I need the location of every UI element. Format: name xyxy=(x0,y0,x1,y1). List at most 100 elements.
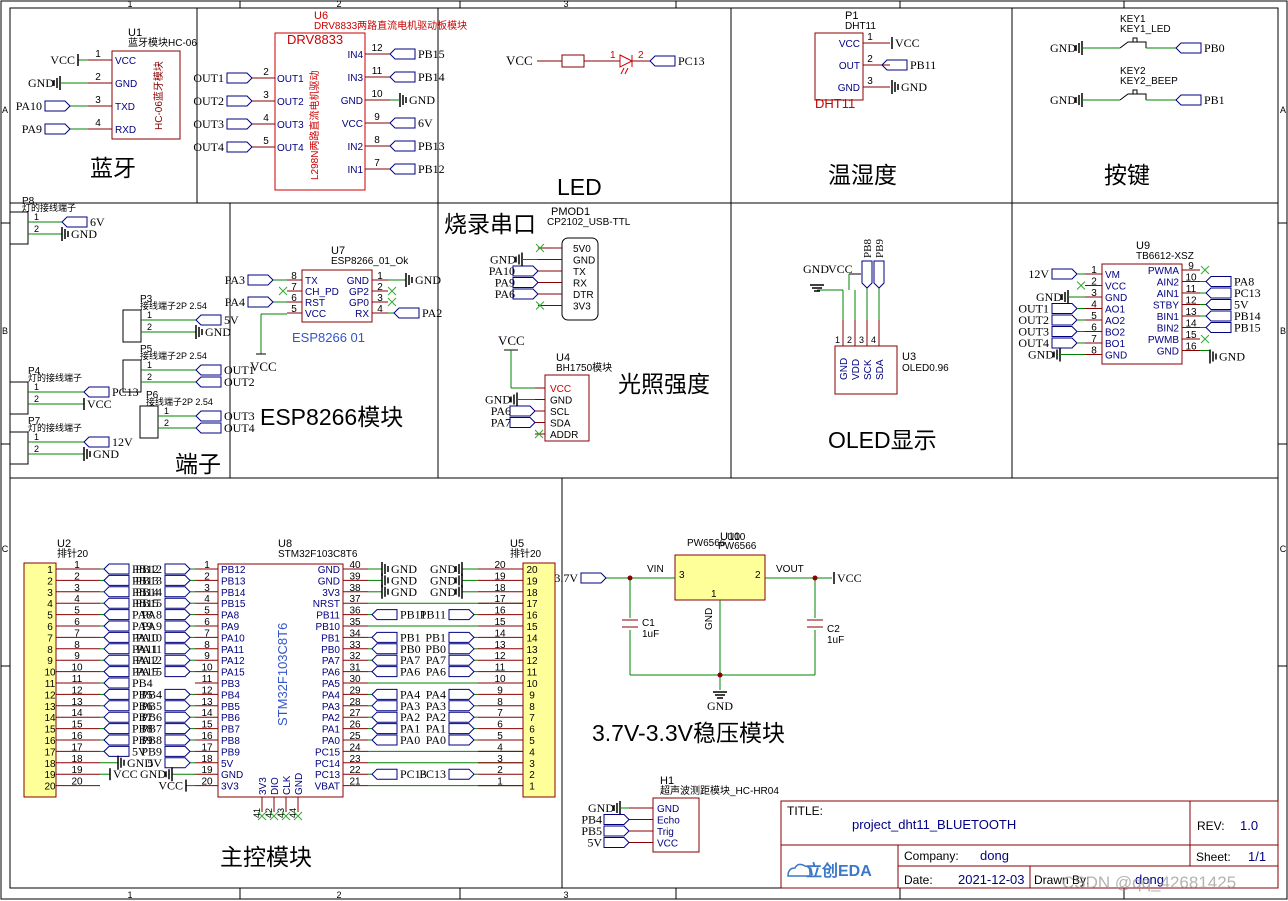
u5-net: PA2 xyxy=(426,710,446,724)
u8-pin-num: 17 xyxy=(201,742,213,753)
drv-pin-name: OUT2 xyxy=(277,97,304,108)
bh-pin-name: SCL xyxy=(550,407,570,418)
terminal-pin-num: 1 xyxy=(147,360,152,370)
u8-pin-name: PB6 xyxy=(221,713,240,724)
u8-pin-name: GND xyxy=(221,770,243,781)
dht-pin-name: OUT xyxy=(839,61,860,72)
terminal-net: PC13 xyxy=(112,385,139,399)
u8-net-flag-icon xyxy=(164,563,191,575)
drv-pin-num: 10 xyxy=(371,89,383,100)
frame-col-label: 1 xyxy=(127,890,132,900)
u8-pin-num: 25 xyxy=(349,731,361,742)
u5-pin-num: 11 xyxy=(527,668,538,679)
bh-flag-icon xyxy=(509,417,536,428)
u5-pin-num: 17 xyxy=(526,599,538,610)
hr04-pin-name: Echo xyxy=(657,816,680,827)
tb-pin-num: 16 xyxy=(1185,342,1197,353)
u8-pin-name: PB10 xyxy=(316,622,341,633)
terminal-pin-num: 1 xyxy=(34,432,39,442)
frame-row-label: B xyxy=(1280,326,1286,336)
c1-value: 1uF xyxy=(642,629,659,640)
led-diode-icon xyxy=(619,54,634,68)
section-titles: 蓝牙 LED 温湿度 按键 端子 ESP8266模块 烧录串口 光照强度 OLE… xyxy=(90,155,1150,870)
terminal-net-flag-icon xyxy=(195,376,222,388)
u5-pin-num-out: 18 xyxy=(494,583,506,594)
dht-body-label: DHT11 xyxy=(815,96,855,111)
key-name: KEY1_LED xyxy=(1120,24,1171,35)
u5-pin-num: 4 xyxy=(529,747,535,758)
u8-net-flag-icon xyxy=(164,609,191,621)
u2-net-flag-icon xyxy=(103,597,130,609)
u2-net-flag-icon xyxy=(103,700,130,712)
frame-col-label: 2 xyxy=(336,890,341,900)
terminal-gnd: GND xyxy=(205,325,231,339)
pw-in-flag-icon xyxy=(580,572,607,584)
u8-pin-name: PB11 xyxy=(316,611,340,622)
u2-net-flag-icon xyxy=(103,631,130,643)
u5-net: PB1 xyxy=(425,630,446,644)
u2-net-flag-icon xyxy=(103,688,130,700)
oled-pin-name: GND xyxy=(839,358,850,380)
u2-pin-num: 15 xyxy=(44,725,56,736)
u8-pin-name: PB14 xyxy=(221,588,246,599)
u8-pin-name: PB8 xyxy=(221,736,240,747)
pw-name-2: PW6566 xyxy=(718,541,757,552)
pw-ref-2: U10 xyxy=(727,532,746,543)
u5-net: PA4 xyxy=(426,687,446,701)
u5-pin-num-out: 14 xyxy=(494,628,506,639)
tb-net-flag-icon xyxy=(1205,276,1232,287)
u2-net-flag-icon xyxy=(103,711,130,723)
u8-pin-num: 24 xyxy=(349,742,361,753)
terminal-name: 接线端子2P 2.54 xyxy=(146,396,213,407)
drv-pin-name: IN1 xyxy=(347,165,363,176)
u5-pin-num-out: 8 xyxy=(497,697,503,708)
u8-pin-num: 18 xyxy=(201,754,213,765)
u8-pin-name: PA9 xyxy=(221,622,240,633)
u5-net-flag-icon xyxy=(448,643,475,655)
u2-pin-num: 18 xyxy=(44,759,56,770)
u2-pin-num: 9 xyxy=(47,656,53,667)
c1-ref: C1 xyxy=(642,618,655,629)
terminal-net: OUT3 xyxy=(224,409,255,423)
pmod-pin-name: GND xyxy=(573,256,595,267)
terminal-net-flag-icon xyxy=(83,436,110,448)
esp-pin-num: 3 xyxy=(377,293,383,304)
oled-gnd-ground-icon xyxy=(810,284,824,292)
esp-pin-num: 4 xyxy=(377,304,383,315)
u8-net: PB1 xyxy=(400,630,421,644)
u5-net: PA6 xyxy=(426,665,446,679)
oled-pin-name: SCK xyxy=(863,359,874,380)
u8-body-label: STM32F103C8T6 xyxy=(275,623,290,726)
tb-gnd-ground-icon xyxy=(1061,290,1069,304)
u2-pin-num: 12 xyxy=(44,690,56,701)
drawn-value: dong xyxy=(1135,872,1164,887)
drv-in: PB15 xyxy=(418,47,445,61)
dht-pin-num: 3 xyxy=(867,76,873,87)
u2-pin-num-out: 9 xyxy=(74,651,80,662)
u8-pin-num: 13 xyxy=(201,697,213,708)
cloud-icon xyxy=(787,863,811,877)
hr04-ref: H1 xyxy=(660,775,674,787)
u2-pin-num-out: 16 xyxy=(71,731,83,742)
u2-net: PB9 xyxy=(132,733,153,747)
terminal-pin-num: 2 xyxy=(34,394,39,404)
u8-net-flag-icon xyxy=(371,631,398,643)
pw-name: PW6566 xyxy=(687,538,726,549)
esp-pin-name: CH_PD xyxy=(305,287,339,298)
terminal-pin-num: 2 xyxy=(147,372,152,382)
u8-pin-num: 1 xyxy=(204,560,210,571)
oled-pin-num: 1 xyxy=(835,335,840,345)
esp-body xyxy=(301,269,373,323)
u5-net: PA3 xyxy=(426,699,446,713)
sheet-label: Sheet: xyxy=(1196,850,1231,864)
u5-net: PB11 xyxy=(420,608,446,622)
u2-pin-num-out: 13 xyxy=(71,697,83,708)
pmod-flag-icon xyxy=(512,277,539,288)
u2-net: PB5 xyxy=(132,687,153,701)
pmod-pin-name: 5V0 xyxy=(573,244,591,255)
hc06-pin-name: VCC xyxy=(115,56,136,67)
drv-pin-num: 9 xyxy=(374,112,380,123)
u2-pin-num: 7 xyxy=(47,633,53,644)
